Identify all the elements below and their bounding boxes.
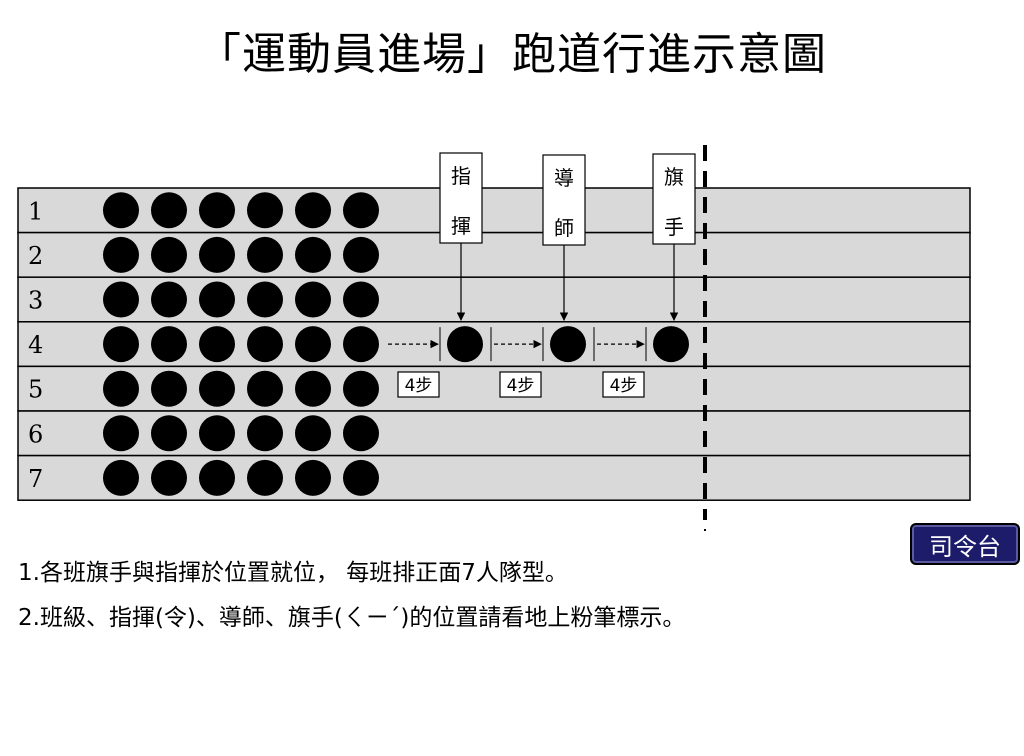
- lane-number: 2: [28, 242, 43, 270]
- student-dot: [247, 459, 283, 496]
- lane-number: 1: [28, 197, 43, 225]
- student-dot: [151, 236, 187, 273]
- role-char: 手: [664, 215, 684, 239]
- student-dot: [247, 326, 283, 363]
- student-dot: [247, 192, 283, 229]
- student-dot: [343, 281, 379, 318]
- role-char: 揮: [451, 214, 471, 238]
- student-dot: [247, 370, 283, 407]
- note-1: 1.各班旗手與指揮於位置就位， 每班排正面7人隊型。: [18, 560, 568, 586]
- role-dot: [447, 326, 483, 363]
- student-dot: [295, 459, 331, 496]
- student-dot: [199, 370, 235, 407]
- student-dot: [343, 415, 379, 452]
- role-box: [439, 152, 483, 244]
- role-dot: [653, 326, 689, 363]
- student-dot: [343, 236, 379, 273]
- role-char: 導: [554, 166, 574, 190]
- student-dot: [343, 326, 379, 363]
- command-stage-label: 司令台: [910, 523, 1020, 565]
- student-dot: [295, 415, 331, 452]
- step-label: 4步: [610, 376, 638, 396]
- note-2: 2.班級、指揮(令)、導師、旗手(ㄑㄧˊ)的位置請看地上粉筆標示。: [18, 605, 686, 631]
- student-dot: [295, 326, 331, 363]
- student-dot: [199, 326, 235, 363]
- student-dot: [295, 236, 331, 273]
- lane-number: 3: [28, 287, 43, 315]
- student-dot: [247, 281, 283, 318]
- step-label: 4步: [405, 376, 433, 396]
- student-dot: [295, 192, 331, 229]
- student-dot: [199, 281, 235, 318]
- student-dot: [103, 415, 139, 452]
- student-dot: [103, 326, 139, 363]
- lane-number: 6: [28, 420, 43, 448]
- student-dot: [199, 459, 235, 496]
- lane-number: 5: [28, 376, 43, 404]
- student-dot: [199, 415, 235, 452]
- student-dot: [295, 281, 331, 318]
- student-dot: [151, 192, 187, 229]
- student-dot: [343, 459, 379, 496]
- step-label: 4步: [507, 376, 535, 396]
- start-line-tail: [704, 529, 706, 531]
- role-box: [652, 153, 696, 245]
- student-dot: [247, 236, 283, 273]
- role-box: [542, 154, 586, 246]
- student-dot: [343, 192, 379, 229]
- student-dot: [103, 281, 139, 318]
- lane-number: 7: [28, 465, 43, 493]
- student-dot: [151, 459, 187, 496]
- student-dot: [103, 192, 139, 229]
- student-dot: [103, 370, 139, 407]
- student-dot: [151, 415, 187, 452]
- student-dot: [151, 281, 187, 318]
- role-char: 師: [554, 216, 574, 240]
- student-dot: [151, 370, 187, 407]
- student-dot: [151, 326, 187, 363]
- student-dot: [199, 236, 235, 273]
- page-title: 「運動員進場」跑道行進示意圖: [197, 29, 827, 80]
- student-dot: [103, 236, 139, 273]
- student-dot: [247, 415, 283, 452]
- role-dot: [550, 326, 586, 363]
- lane-number: 4: [28, 331, 43, 359]
- role-char: 旗: [664, 165, 684, 189]
- step-box: [602, 371, 645, 398]
- student-dot: [343, 370, 379, 407]
- student-dot: [199, 192, 235, 229]
- student-dot: [295, 370, 331, 407]
- step-box: [499, 371, 542, 398]
- student-dot: [103, 459, 139, 496]
- step-box: [397, 371, 440, 398]
- role-char: 指: [451, 164, 471, 188]
